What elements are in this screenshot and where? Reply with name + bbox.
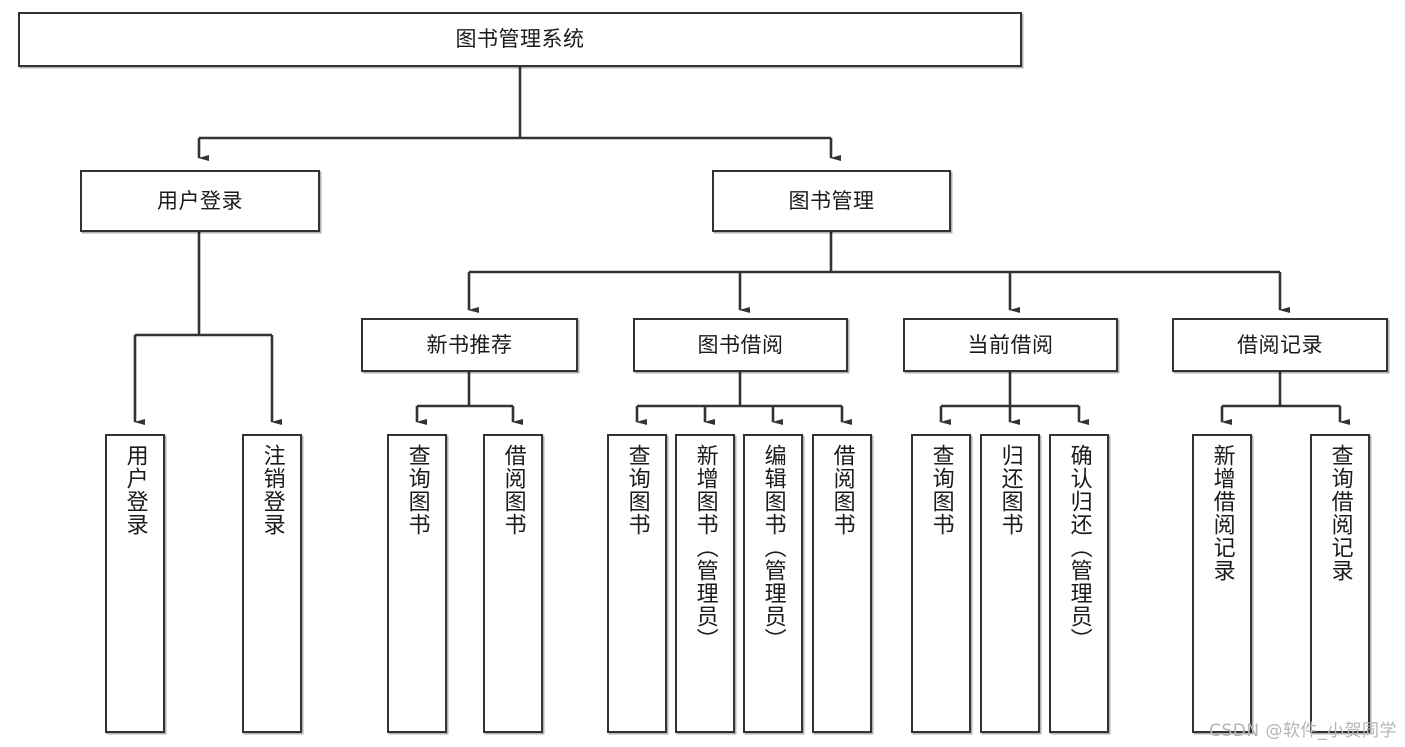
node-new-book-recommend[interactable]: 新书推荐 xyxy=(361,318,578,372)
node-leaf-query-book-3[interactable]: 查询图书 xyxy=(911,434,971,733)
node-leaf-user-login[interactable]: 用户登录 xyxy=(105,434,165,733)
node-leaf-add-record-label: 新增借阅记录 xyxy=(1209,444,1235,582)
node-leaf-edit-book[interactable]: 编辑图书（管理员） xyxy=(743,434,803,733)
node-leaf-add-book[interactable]: 新增图书（管理员） xyxy=(675,434,735,733)
node-current-borrow-label: 当前借阅 xyxy=(967,332,1054,357)
node-new-book-recommend-label: 新书推荐 xyxy=(426,332,513,357)
node-leaf-query-book-3-label: 查询图书 xyxy=(928,444,954,536)
node-leaf-logout-label: 注销登录 xyxy=(259,444,285,536)
node-root-label: 图书管理系统 xyxy=(455,27,585,52)
node-current-borrow[interactable]: 当前借阅 xyxy=(903,318,1118,372)
node-leaf-borrow-book-2-label: 借阅图书 xyxy=(829,444,855,536)
node-book-manage-label: 图书管理 xyxy=(788,188,875,213)
node-book-borrow[interactable]: 图书借阅 xyxy=(633,318,848,372)
node-root[interactable]: 图书管理系统 xyxy=(18,12,1022,67)
node-book-manage[interactable]: 图书管理 xyxy=(712,170,951,232)
node-leaf-logout[interactable]: 注销登录 xyxy=(242,434,302,733)
node-leaf-borrow-book-2[interactable]: 借阅图书 xyxy=(812,434,872,733)
watermark-text: CSDN @软件_小贺同学 xyxy=(1209,721,1397,741)
node-borrow-record[interactable]: 借阅记录 xyxy=(1172,318,1388,372)
node-book-borrow-label: 图书借阅 xyxy=(697,332,784,357)
node-leaf-edit-book-label: 编辑图书（管理员） xyxy=(760,444,786,651)
node-leaf-borrow-book-1[interactable]: 借阅图书 xyxy=(483,434,543,733)
node-leaf-borrow-book-1-label: 借阅图书 xyxy=(500,444,526,536)
node-leaf-query-book-2-label: 查询图书 xyxy=(624,444,650,536)
node-user-login-label: 用户登录 xyxy=(157,188,243,213)
node-leaf-query-book-2[interactable]: 查询图书 xyxy=(607,434,667,733)
node-leaf-confirm-return-label: 确认归还（管理员） xyxy=(1066,444,1092,651)
node-leaf-return-book[interactable]: 归还图书 xyxy=(980,434,1040,733)
node-leaf-query-book-1[interactable]: 查询图书 xyxy=(387,434,447,733)
node-leaf-query-book-1-label: 查询图书 xyxy=(404,444,430,536)
node-leaf-add-book-label: 新增图书（管理员） xyxy=(692,444,718,651)
node-user-login[interactable]: 用户登录 xyxy=(80,170,320,232)
node-leaf-confirm-return[interactable]: 确认归还（管理员） xyxy=(1049,434,1109,733)
node-leaf-user-login-label: 用户登录 xyxy=(122,444,148,536)
node-leaf-add-record[interactable]: 新增借阅记录 xyxy=(1192,434,1252,733)
node-leaf-return-book-label: 归还图书 xyxy=(997,444,1023,536)
node-borrow-record-label: 借阅记录 xyxy=(1237,332,1323,357)
node-leaf-query-record[interactable]: 查询借阅记录 xyxy=(1310,434,1370,733)
node-leaf-query-record-label: 查询借阅记录 xyxy=(1327,444,1353,582)
